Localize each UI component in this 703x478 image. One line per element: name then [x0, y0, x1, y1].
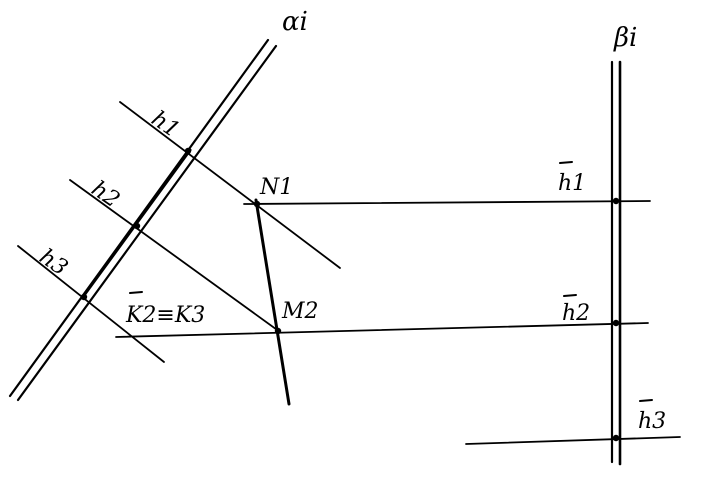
point-beta-h2 [612, 319, 620, 327]
overbar-h2-right [563, 294, 577, 297]
label-m2: M2 [281, 299, 319, 324]
label-h3-right: h3 [638, 409, 666, 434]
label-h1-left: h1 [147, 106, 184, 143]
label-k2-k3: K2≡K3 [125, 303, 205, 328]
label-h2-left: h2 [87, 176, 124, 213]
point-alpha-h3 [80, 293, 88, 301]
label-n1: N1 [259, 175, 293, 200]
point-alpha-h2 [133, 222, 141, 230]
line-h2-left [69, 179, 281, 333]
label-h1-right: h1 [558, 171, 586, 196]
overbar-k2 [129, 291, 143, 294]
beta-plane-trace [610, 60, 622, 466]
point-n1 [253, 200, 261, 208]
line-h3-left [17, 245, 165, 363]
line-n1-m2 [254, 198, 291, 406]
line-h3-right [465, 436, 681, 445]
line-h1-left [119, 101, 341, 269]
label-alpha-plane: αi [282, 7, 308, 37]
label-h2-right: h2 [562, 301, 590, 326]
point-beta-h1 [612, 197, 620, 205]
label-h3-left: h3 [35, 244, 72, 281]
label-beta-plane: βi [613, 23, 637, 53]
overbar-h3-right [639, 399, 653, 402]
overbar-h1-right [559, 161, 573, 164]
line-h2-right [115, 322, 649, 338]
point-beta-h3 [612, 434, 620, 442]
point-alpha-h1 [184, 147, 192, 155]
line-h1-right [243, 200, 651, 205]
point-m2 [274, 327, 282, 335]
